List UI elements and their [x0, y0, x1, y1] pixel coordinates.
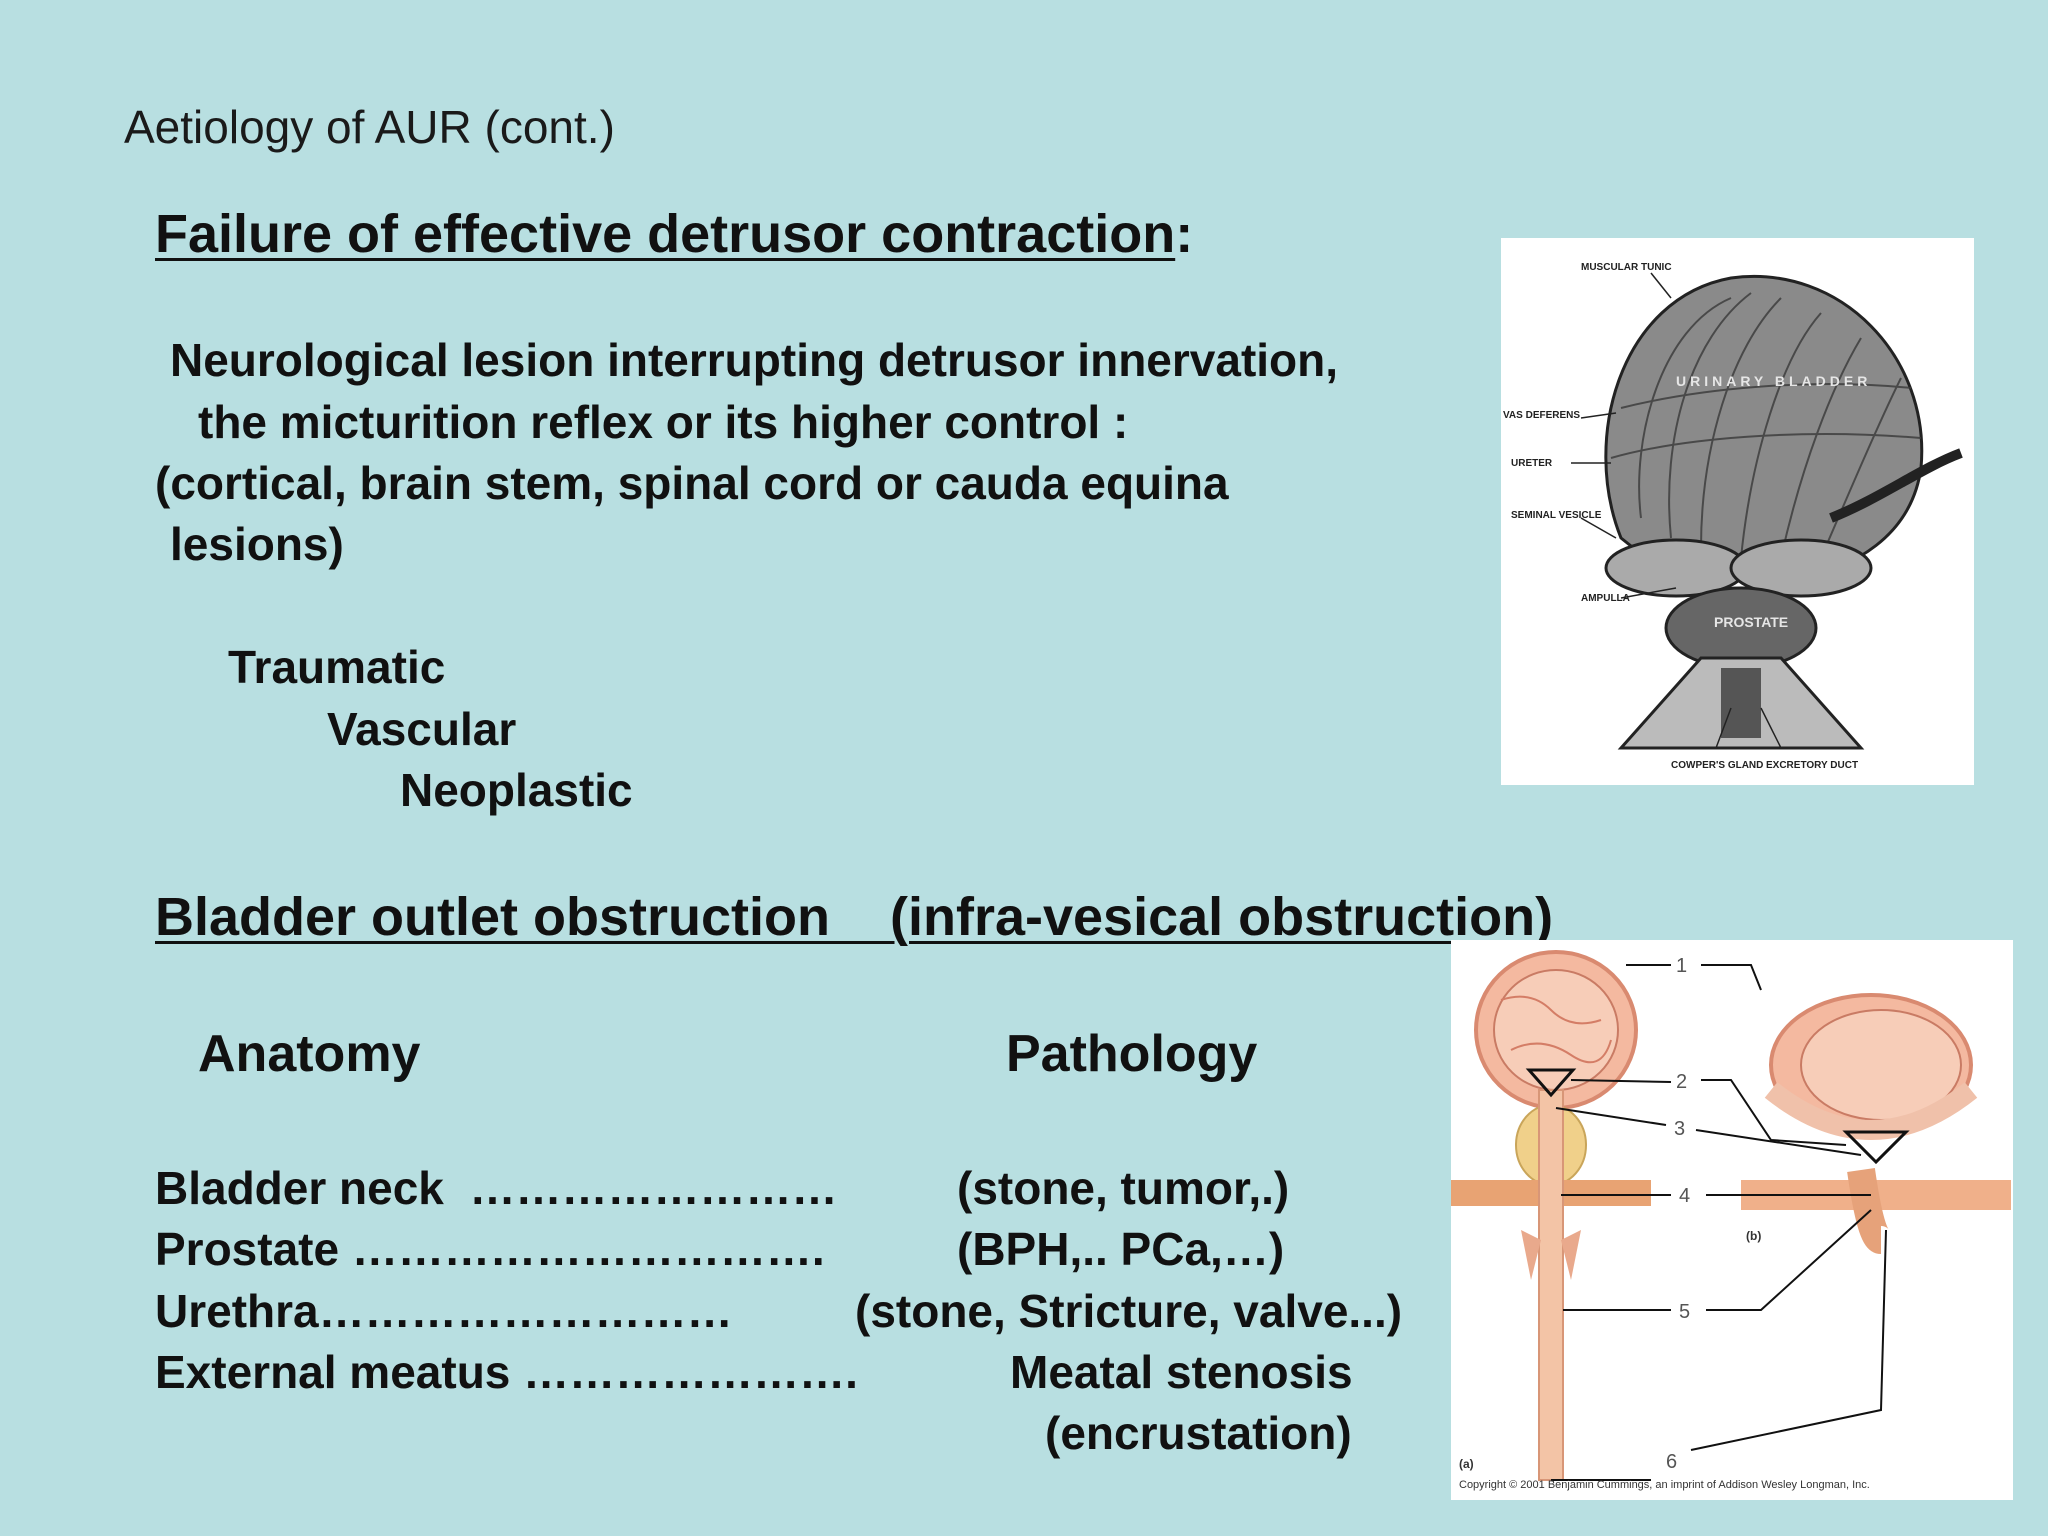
anatomy-row-2: Prostate ………………………….	[155, 1223, 825, 1275]
section1-line-2: the micturition reflex or its higher con…	[198, 396, 1129, 448]
cause-vascular: Vascular	[327, 703, 517, 755]
section1-line-1: Neurological lesion interrupting detruso…	[170, 334, 1339, 386]
label-ampulla: AMPULLA	[1581, 593, 1630, 604]
pathology-row-4: Meatal stenosis	[1010, 1346, 1353, 1398]
bladder-illustration: MUSCULAR TUNIC URINARY BLADDER VAS DEFER…	[1501, 238, 1974, 785]
section1-heading-wrap: Failure of effective detrusor contractio…	[155, 203, 1193, 265]
cause-neoplastic: Neoplastic	[400, 764, 633, 816]
label-seminal-vesicle: SEMINAL VESICLE	[1511, 510, 1602, 521]
anatomy-row-1: Bladder neck ……………………	[155, 1162, 838, 1214]
label-muscular-tunic: MUSCULAR TUNIC	[1581, 262, 1672, 273]
section1-line-3: (cortical, brain stem, spinal cord or ca…	[155, 457, 1229, 509]
label-cowpers-gland: COWPER'S GLAND	[1671, 760, 1763, 771]
fig2-panel-b-label: (b)	[1746, 1229, 1761, 1243]
fig2-panel-a-label: (a)	[1459, 1457, 1474, 1471]
col-anatomy-header: Anatomy	[198, 1025, 421, 1083]
pathology-row-1: (stone, tumor,.)	[957, 1162, 1290, 1214]
pathology-row-2: (BPH,.. PCa,…)	[957, 1223, 1285, 1275]
fig2-number-6: 6	[1666, 1451, 1677, 1473]
fig2-number-3: 3	[1674, 1118, 1685, 1140]
section1-heading-colon: :	[1175, 204, 1194, 264]
label-ureter: URETER	[1511, 458, 1553, 469]
fig2-copyright: Copyright © 2001 Benjamin Cummings, an i…	[1459, 1479, 1870, 1491]
section2-heading: Bladder outlet obstruction (infra-vesica…	[155, 887, 1554, 947]
label-prostate: PROSTATE	[1714, 614, 1788, 630]
label-urinary-bladder: URINARY BLADDER	[1676, 373, 1871, 389]
label-vas-deferens: VAS DEFERENS	[1503, 410, 1580, 421]
pathology-row-3: (stone, Stricture, valve...)	[855, 1285, 1403, 1337]
section1-heading: Failure of effective detrusor contractio…	[155, 204, 1176, 264]
pathology-extra: (encrustation)	[1045, 1407, 1352, 1459]
col-pathology-header: Pathology	[1006, 1025, 1258, 1083]
section2-heading-wrap: Bladder outlet obstruction (infra-vesica…	[155, 886, 1553, 948]
urethra-illustration: 1 2 3 4 5 6 (b) (a) Copyright © 2001 Ben…	[1451, 940, 2013, 1500]
anatomy-row-3: Urethra………………………	[155, 1285, 733, 1337]
fig2-number-1: 1	[1676, 955, 1687, 977]
label-excretory-duct: EXCRETORY DUCT	[1766, 760, 1858, 771]
anatomy-row-4: External meatus ………………….	[155, 1346, 858, 1398]
cause-traumatic: Traumatic	[228, 641, 446, 693]
slide-title: Aetiology of AUR (cont.)	[124, 101, 615, 153]
fig2-number-4: 4	[1679, 1185, 1690, 1207]
section1-line-4: lesions)	[170, 518, 344, 570]
fig2-number-5: 5	[1679, 1301, 1690, 1323]
fig2-number-2: 2	[1676, 1071, 1687, 1093]
